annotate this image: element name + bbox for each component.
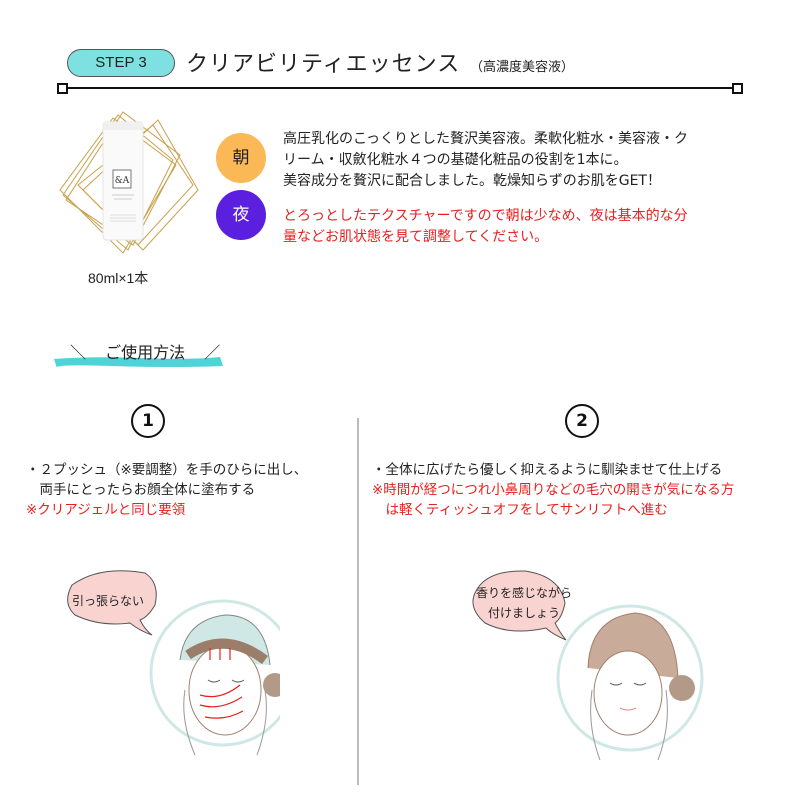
product-description: 高圧乳化のこっくりとした贅沢美容液。柔軟化粧水・美容液・ク リーム・収斂化粧水４… [283, 131, 689, 189]
product-subtitle: （高濃度美容液） [470, 60, 575, 75]
usage-heading: ＼ ご使用方法 ／ [70, 343, 221, 362]
step-1-bubble-text: 引っ張らない [72, 594, 145, 608]
divider-end-left [57, 83, 68, 94]
step-2-bubble-text: 香りを感じながら 付けましょう [476, 586, 573, 620]
step-1-instructions: ・２プッシュ（※要調整）を手のひらに出し、 両手にとったらお顔全体に塗布する ※… [26, 462, 308, 518]
column-divider [357, 418, 359, 785]
night-badge: 夜 [216, 190, 266, 240]
svg-text:&A: &A [115, 176, 130, 186]
divider-end-right [732, 83, 743, 94]
step-2-instructions: ・全体に広げたら優しく抑えるように馴染ませて仕上げる ※時間が経つにつれ小鼻周り… [372, 462, 735, 518]
step-1-illustration [67, 570, 280, 756]
product-title: クリアビリティエッセンス [186, 52, 461, 77]
header-divider [64, 87, 736, 89]
gold-frame-icon: &A [59, 111, 199, 254]
step-2-illustration [472, 570, 704, 761]
product-volume: 80ml×1本 [88, 270, 149, 286]
morning-badge: 朝 [216, 133, 266, 183]
step-number-1: 1 [131, 404, 165, 438]
brush-stroke-icon [54, 357, 223, 368]
step-badge: STEP 3 [67, 49, 175, 77]
usage-note: とろっとしたテクスチャーですので朝は少なめ、夜は基本的な分 量などお肌状態を見て… [283, 208, 688, 245]
step-number-2: 2 [565, 404, 599, 438]
product-image: &A [58, 110, 238, 260]
